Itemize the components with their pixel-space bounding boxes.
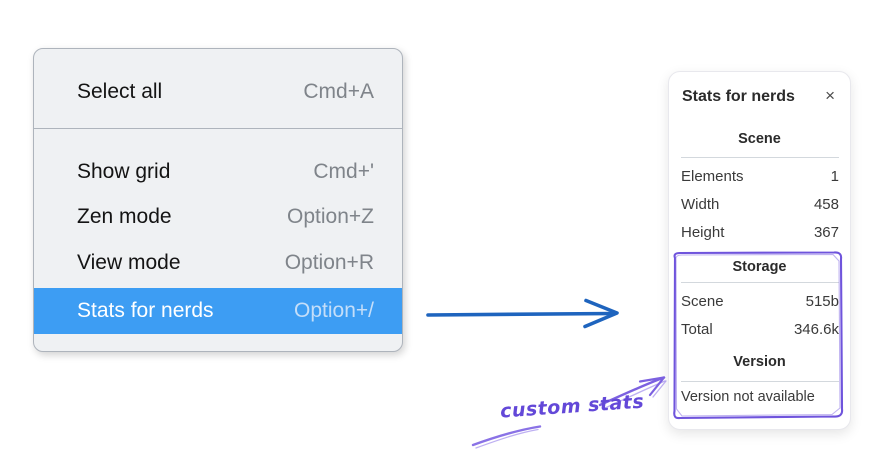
context-menu: Select all Cmd+A Show grid Cmd+' Zen mod… [33,48,403,352]
menu-item-select-all[interactable]: Select all Cmd+A [34,69,402,115]
stat-row-height: Height 367 [669,218,850,246]
menu-item-shortcut: Option+Z [287,205,374,228]
flow-arrow-icon [426,298,619,329]
menu-item-label: Show grid [77,160,171,183]
menu-item-label: View mode [77,251,181,274]
stat-value: 458 [813,195,839,213]
menu-item-shortcut: Cmd+' [313,160,374,183]
section-divider [681,381,839,382]
menu-item-label: Stats for nerds [77,299,214,322]
stats-panel-title: Stats for nerds [682,88,795,105]
menu-item-label: Zen mode [77,205,172,228]
scene-rows: Elements 1 Width 458 Height 367 [669,162,850,246]
menu-item-show-grid[interactable]: Show grid Cmd+' [34,149,402,195]
stat-value: 1 [830,167,839,185]
stat-label: Elements [681,167,744,185]
menu-item-label: Select all [77,80,163,103]
stats-panel: Stats for nerds × Scene Elements 1 Width… [668,71,851,430]
stat-row-total-size: Total 346.6k [669,315,850,343]
storage-rows: Scene 515b Total 346.6k [669,287,850,343]
section-divider [681,157,839,158]
stat-row-elements: Elements 1 [669,162,850,190]
stats-panel-header: Stats for nerds × [669,72,850,106]
section-heading-scene: Scene [738,131,781,147]
stat-value: 367 [813,223,839,241]
menu-item-stats-for-nerds[interactable]: Stats for nerds Option+/ [34,288,402,334]
annotation-label: custom stats [499,390,645,423]
stat-label: Width [681,195,720,213]
stat-value: 515b [805,292,839,310]
menu-item-view-mode[interactable]: View mode Option+R [34,240,402,286]
version-note: Version not available [681,389,815,405]
menu-item-shortcut: Option+R [284,251,374,274]
stat-label: Scene [681,292,724,310]
menu-item-zen-mode[interactable]: Zen mode Option+Z [34,194,402,240]
stat-value: 346.6k [793,320,839,338]
stat-label: Height [681,223,725,241]
stat-row-width: Width 458 [669,190,850,218]
section-heading-storage: Storage [732,259,787,275]
menu-divider [34,128,402,129]
menu-item-shortcut: Cmd+A [303,80,374,103]
section-heading-version: Version [733,354,786,370]
stat-row-scene-size: Scene 515b [669,287,850,315]
section-divider [681,282,839,283]
menu-item-shortcut: Option+/ [294,299,374,322]
stat-label: Total [681,320,713,338]
close-icon[interactable]: × [825,86,835,105]
